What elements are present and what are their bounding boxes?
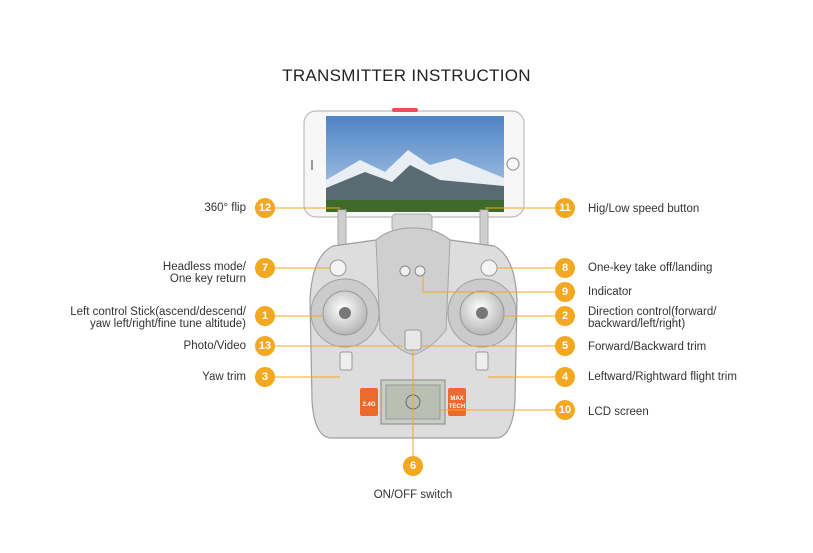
label-lr-trim: Leftward/Rightward flight trim — [588, 371, 737, 383]
label-lcd-screen: LCD screen — [588, 406, 649, 418]
controller-body — [309, 227, 518, 439]
badge-7: 7 — [255, 258, 275, 278]
label-on-off-switch: ON/OFF switch — [373, 489, 453, 501]
label-360-flip: 360° flip — [204, 202, 246, 214]
badge-6: 6 — [403, 456, 423, 476]
badge-12: 12 — [255, 198, 275, 218]
leader-lines — [275, 207, 555, 456]
badge-2: 2 — [555, 306, 575, 326]
badge-13: 13 — [255, 336, 275, 356]
label-yaw-trim: Yaw trim — [202, 371, 246, 383]
diagram-title: TRANSMITTER INSTRUCTION — [282, 66, 531, 85]
brand-badge-line2: TECH — [449, 404, 465, 410]
label-left-stick: Left control Stick(ascend/descend/ yaw l… — [70, 306, 246, 330]
label-headless-mode: Headless mode/ One key return — [162, 261, 246, 285]
label-fb-trim: Forward/Backward trim — [588, 341, 707, 353]
badge-10: 10 — [555, 400, 575, 420]
phone — [303, 108, 525, 218]
label-takeoff-landing: One-key take off/landing — [588, 262, 713, 274]
brand-badge-line1: MAX — [450, 396, 463, 402]
badge-5: 5 — [555, 336, 575, 356]
label-direction-control: Direction control(forward/ backward/left… — [588, 306, 717, 330]
badge-3: 3 — [255, 367, 275, 387]
badge-9: 9 — [555, 282, 575, 302]
label-speed-button: Hig/Low speed button — [588, 203, 700, 215]
badge-11: 11 — [555, 198, 575, 218]
badge-8: 8 — [555, 258, 575, 278]
signal-badge-text: 2.4G — [362, 402, 375, 408]
label-indicator: Indicator — [588, 286, 633, 298]
label-photo-video: Photo/Video — [183, 340, 246, 352]
badge-1: 1 — [255, 306, 275, 326]
leader-9 — [422, 276, 555, 293]
badge-4: 4 — [555, 367, 575, 387]
